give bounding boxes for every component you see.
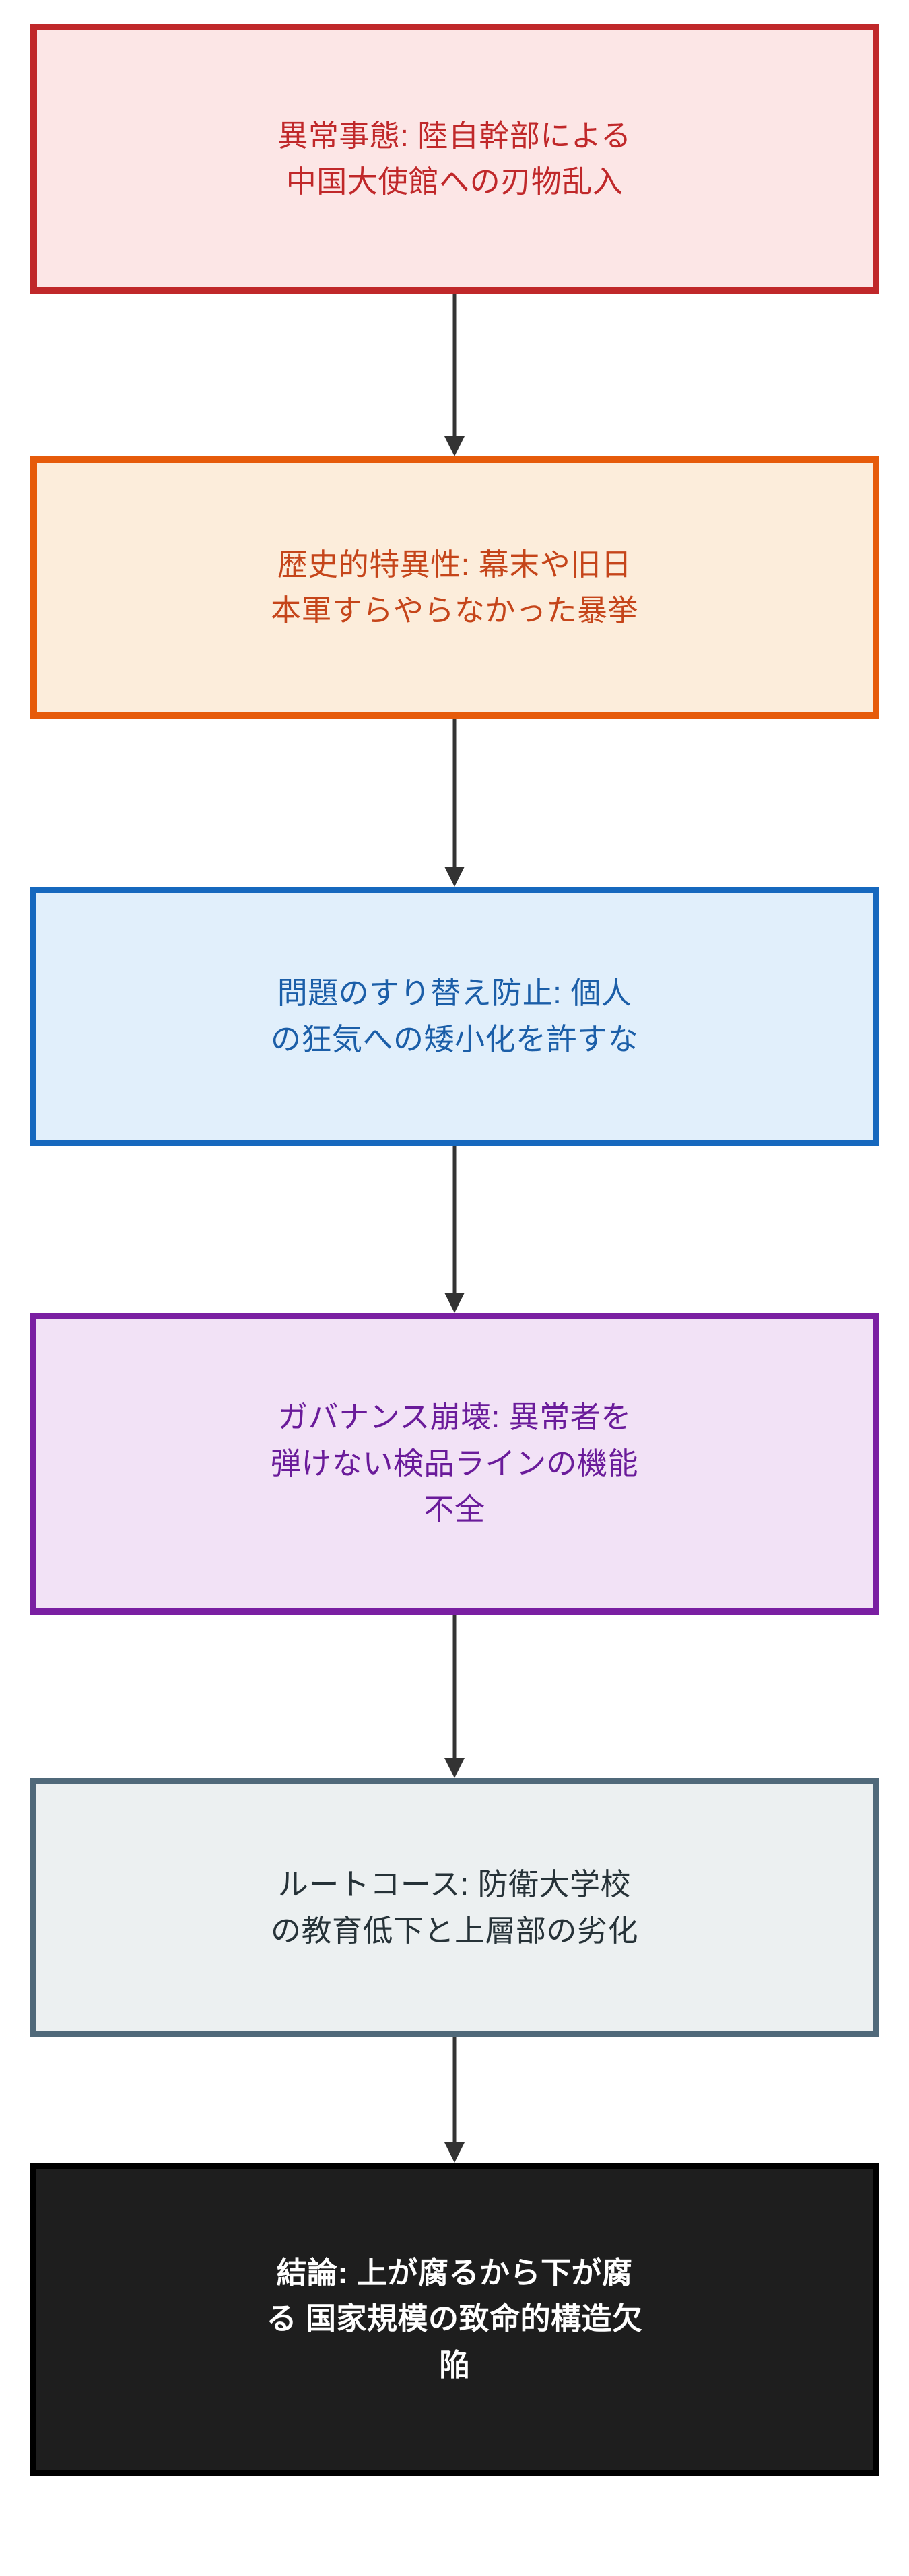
flow-node-framing-label: 問題のすり替え防止: 個人 の狂気への矮小化を許すな (270, 976, 638, 1056)
flow-node-incident[interactable]: 異常事態: 陸自幹部による 中国大使館への刃物乱入 (30, 24, 879, 294)
flow-node-governance[interactable]: ガバナンス崩壊: 異常者を 弾けない検品ラインの機能 不全 (30, 1313, 879, 1615)
bottom-spacer (0, 2476, 909, 2576)
top-spacer (0, 0, 909, 24)
flow-node-conclusion-label: 結論: 上が腐るから下が腐 る 国家規模の致命的構造欠 陥 (266, 2255, 643, 2382)
flow-node-history-label: 歴史的特異性: 幕末や旧日 本軍すらやらなかった暴挙 (270, 547, 638, 628)
flow-node-framing[interactable]: 問題のすり替え防止: 個人 の狂気への矮小化を許すな (30, 887, 879, 1146)
flow-edge-framing-to-governance (0, 1146, 909, 1313)
flow-node-governance-label: ガバナンス崩壊: 異常者を 弾けない検品ラインの機能 不全 (270, 1400, 638, 1527)
flow-node-incident-label: 異常事態: 陸自幹部による 中国大使館への刃物乱入 (277, 118, 632, 199)
flow-node-rootcause-label: ルートコース: 防衛大学校 の教育低下と上層部の劣化 (270, 1867, 638, 1948)
flow-edge-incident-to-history (0, 294, 909, 456)
flow-edge-rootcause-to-conclusion (0, 2037, 909, 2163)
flow-edge-history-to-framing (0, 719, 909, 887)
flow-node-history[interactable]: 歴史的特異性: 幕末や旧日 本軍すらやらなかった暴挙 (30, 456, 879, 719)
flow-edge-governance-to-rootcause (0, 1615, 909, 1778)
flow-node-rootcause[interactable]: ルートコース: 防衛大学校 の教育低下と上層部の劣化 (30, 1778, 879, 2037)
flow-node-conclusion[interactable]: 結論: 上が腐るから下が腐 る 国家規模の致命的構造欠 陥 (30, 2163, 879, 2476)
